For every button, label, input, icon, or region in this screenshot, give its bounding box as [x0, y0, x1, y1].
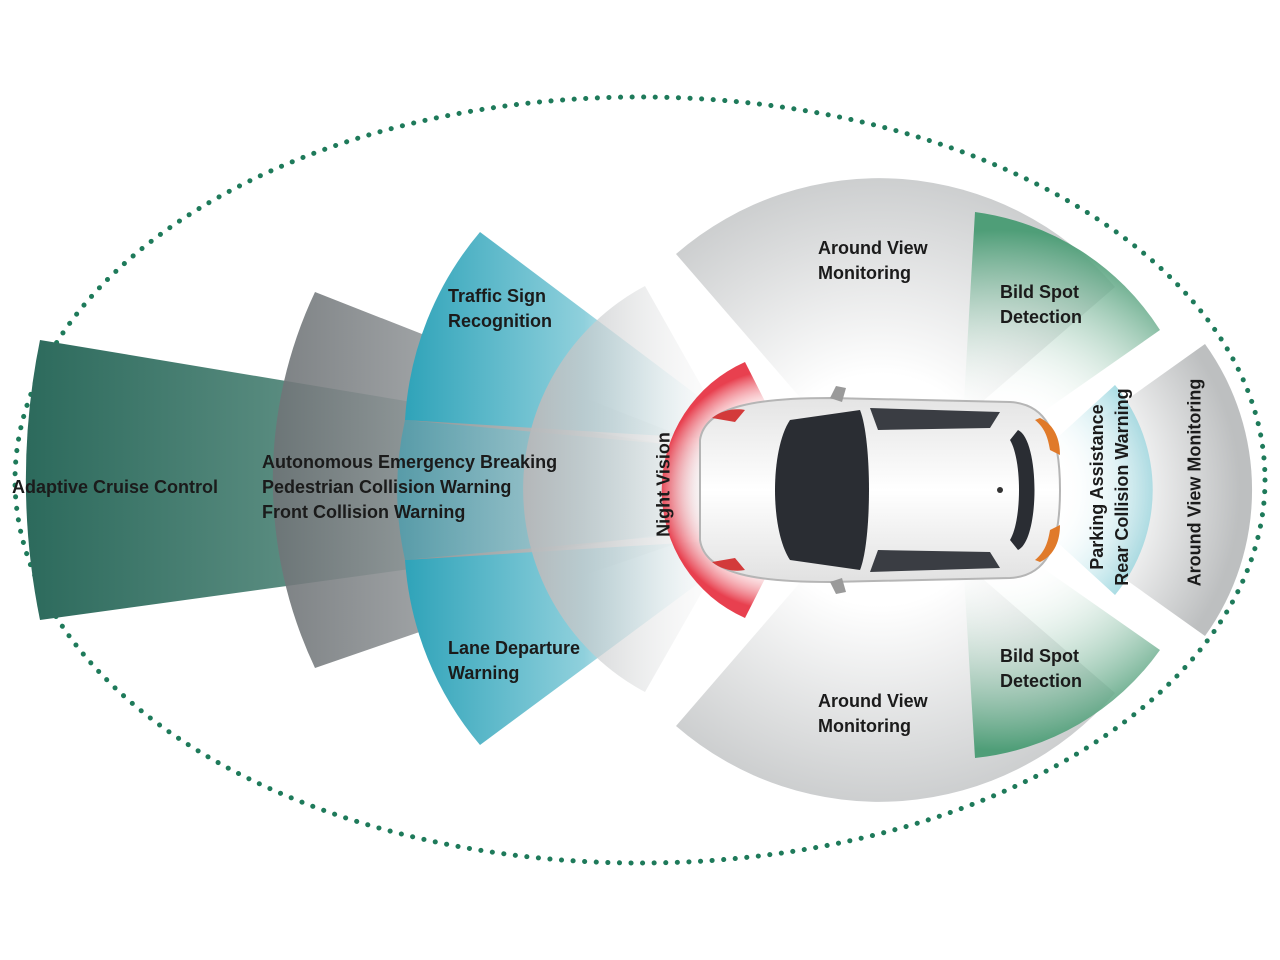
- coverage-outline: [12, 94, 1268, 866]
- around-view-bottom-label: Around View Monitoring: [818, 691, 928, 736]
- front-collision-label: Front Collision Warning: [262, 502, 466, 522]
- around-view-top-label: Around View Monitoring: [818, 238, 928, 283]
- around-view-rear-label: Around View Monitoring: [1184, 378, 1205, 587]
- lane-departure-label: Lane Departure Warning: [448, 638, 581, 683]
- parking-zone: [1000, 385, 1153, 595]
- front-systems-label: Autonomous Emergency Breaking Pedestrian…: [262, 450, 557, 525]
- car-icon: [699, 386, 1062, 594]
- blind-spot-top-label: Bild Spot Detection: [1000, 282, 1083, 327]
- aeb-label: Autonomous Emergency Breaking: [262, 452, 558, 472]
- pedestrian-warning-label: Pedestrian Collision Warning: [262, 477, 512, 497]
- rear-collision-text: Rear Collision Warning: [1112, 388, 1132, 586]
- adaptive-cruise-label: Adaptive Cruise Control: [12, 477, 219, 497]
- parking-assistance-text: Parking Assistance: [1087, 404, 1107, 570]
- parking-assistance-label: Parking Assistance Rear Collision Warnin…: [1085, 387, 1135, 587]
- night-vision-label: Night Vision: [653, 432, 674, 537]
- blind-spot-bottom-label: Bild Spot Detection: [1000, 646, 1083, 691]
- traffic-sign-label: Traffic Sign Recognition: [448, 286, 552, 331]
- night-vision-range-zone: [523, 286, 760, 692]
